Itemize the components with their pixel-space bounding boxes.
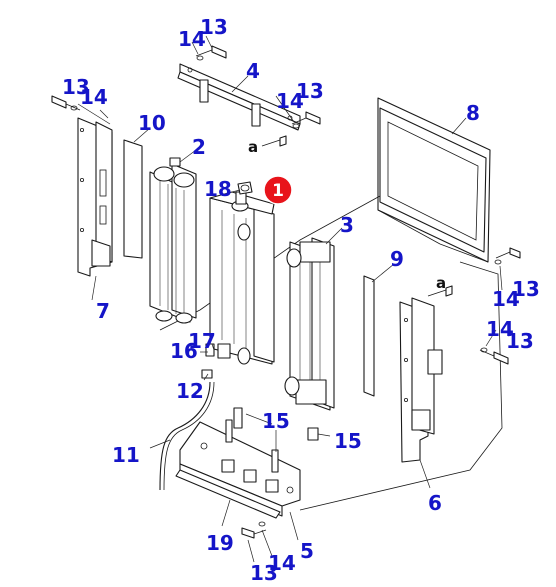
callout-16: 16 xyxy=(170,339,198,363)
bolt-set-bottom xyxy=(241,521,267,539)
seal-strip xyxy=(363,275,375,397)
callout-4: 4 xyxy=(246,59,260,83)
gasket-strip xyxy=(123,139,143,259)
callout-14-top-right: 14 xyxy=(276,89,304,113)
callout-18: 18 xyxy=(204,177,232,201)
bolt-set-top-left xyxy=(51,95,81,111)
callout-13-left: 13 xyxy=(62,75,90,99)
leader-lines xyxy=(77,35,503,563)
callout-6: 6 xyxy=(428,491,442,515)
callout-2: 2 xyxy=(192,135,206,159)
callout-14-bottom: 14 xyxy=(268,551,296,575)
aftercooler xyxy=(284,237,335,411)
left-side-plate xyxy=(77,117,113,277)
callout-5: 5 xyxy=(300,539,314,563)
callout-14-right-mid: 14 xyxy=(486,317,514,341)
top-bracket xyxy=(177,63,301,131)
mark-a-top: a xyxy=(248,138,258,156)
callout-labels: 13 14 4 13 14 13 14 10 8 2 a 18 3 9 13 1… xyxy=(62,15,540,585)
callout-14-top: 14 xyxy=(178,27,206,51)
callout-19: 19 xyxy=(206,531,234,555)
callout-3: 3 xyxy=(340,213,354,237)
callout-1: 1 xyxy=(272,181,284,201)
callout-13-right-mid: 13 xyxy=(506,329,534,353)
callout-12: 12 xyxy=(176,379,204,403)
small-bolt-a-top xyxy=(261,135,287,147)
callout-8: 8 xyxy=(466,101,480,125)
callout-13-top-right: 13 xyxy=(296,79,324,103)
callout-1-highlight: 1 xyxy=(263,175,293,205)
right-side-plate xyxy=(399,297,443,463)
callout-9: 9 xyxy=(390,247,404,271)
bottom-strip xyxy=(175,469,281,519)
bolt-set-top xyxy=(195,45,227,61)
radiator-core xyxy=(209,191,275,365)
mark-a-right: a xyxy=(436,274,446,292)
callout-11: 11 xyxy=(112,443,140,467)
oil-cooler xyxy=(149,157,197,324)
highlight-circle xyxy=(263,175,293,205)
callout-13-top: 13 xyxy=(200,15,228,39)
drain-hose xyxy=(159,381,215,491)
callout-13-bottom: 13 xyxy=(250,561,278,585)
callout-7: 7 xyxy=(96,299,110,323)
callout-14-right-top: 14 xyxy=(492,287,520,311)
callout-14-left: 14 xyxy=(80,85,108,109)
bolt-set-top-right xyxy=(291,111,321,129)
callout-10: 10 xyxy=(138,111,166,135)
radiator-cap xyxy=(237,181,253,195)
shroud-panel xyxy=(377,97,491,263)
callout-15-right: 15 xyxy=(334,429,362,453)
small-bolt-a-right xyxy=(427,285,453,297)
callout-17: 17 xyxy=(188,329,216,353)
callout-15-left: 15 xyxy=(262,409,290,433)
bolt-set-right-top xyxy=(494,247,521,265)
callout-13-right-top: 13 xyxy=(512,277,540,301)
bolt-set-right-mid xyxy=(479,347,509,365)
